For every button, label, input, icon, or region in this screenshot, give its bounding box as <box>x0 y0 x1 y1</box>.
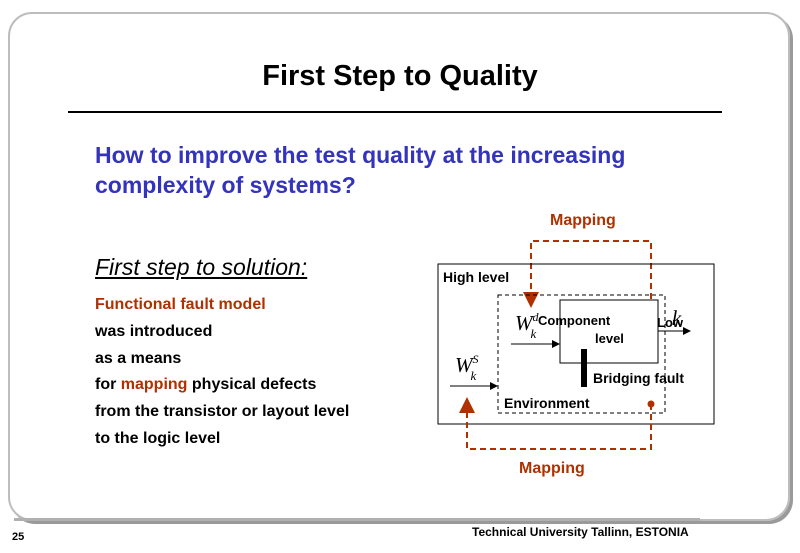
mapping-top-label: Mapping <box>550 212 616 229</box>
mapping-bottom-path <box>459 397 652 450</box>
body-line: for mapping physical defects <box>95 372 349 399</box>
footer-divider <box>14 518 700 521</box>
component-level-label: level <box>595 331 624 346</box>
body-line-part: mapping <box>120 376 188 394</box>
body-text: Functional fault model was introduced as a… <box>95 292 349 453</box>
mapping-bottom-dot <box>647 400 655 408</box>
body-line-part: Functional fault model <box>95 296 266 313</box>
component-label: Component <box>538 313 611 328</box>
k-symbol: k <box>672 306 682 330</box>
body-line: to the logic level <box>95 426 349 453</box>
page-number: 25 <box>12 531 25 543</box>
body-line-part: to the logic level <box>95 429 221 447</box>
body-line: from the transistor or layout level <box>95 399 349 426</box>
body-line-part: was introduced <box>95 322 213 340</box>
high-level-box <box>437 263 715 425</box>
bridging-fault-bar <box>581 349 587 387</box>
title-divider <box>68 111 722 113</box>
body-line-part: from the transistor or layout level <box>95 403 350 421</box>
body-line: was introduced <box>95 319 349 346</box>
body-line-part: for <box>95 376 121 394</box>
body-line-part: physical defects <box>187 376 317 394</box>
body-line-part: as a means <box>95 349 182 367</box>
subheading: First step to solution: <box>95 254 308 280</box>
environment-label: Environment <box>504 395 590 411</box>
mapping-top-path <box>523 240 652 309</box>
high-level-label: High level <box>443 269 509 285</box>
body-line: Functional fault model <box>95 292 349 319</box>
mapping-bottom-label: Mapping <box>519 460 585 477</box>
environment-box <box>497 294 666 414</box>
low-label: Low <box>657 315 684 330</box>
slide-title: First Step to Quality <box>262 60 538 92</box>
footer-text: Technical University Tallinn, ESTONIA <box>472 525 689 539</box>
component-box <box>559 299 659 364</box>
body-line: as a means <box>95 346 349 373</box>
bridging-fault-label: Bridging fault <box>593 370 684 386</box>
question-text: How to improve the test quality at the i… <box>95 142 626 198</box>
